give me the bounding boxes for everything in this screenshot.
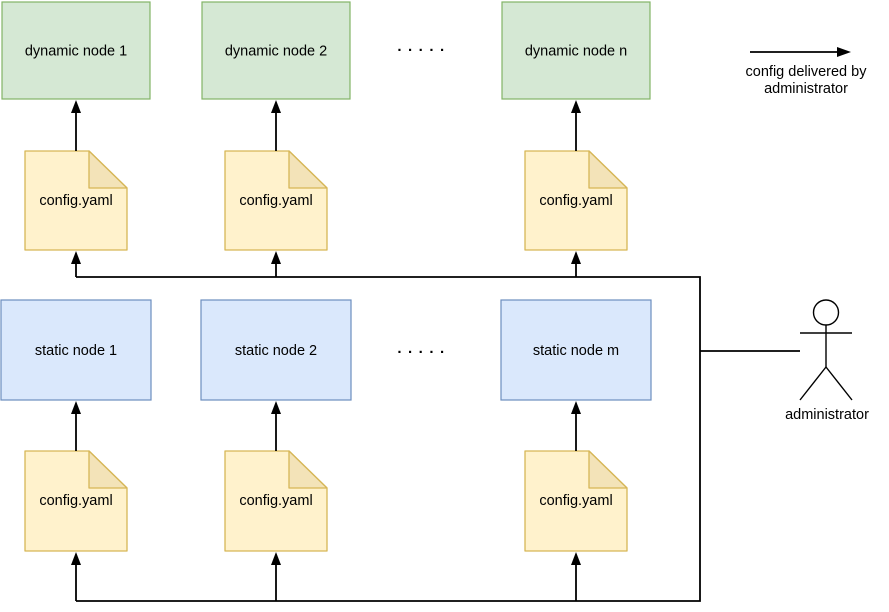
document-fold-corner-icon — [88, 450, 128, 489]
static-node-1-box — [0, 299, 152, 401]
arrow-doc-to-static-m — [571, 401, 581, 451]
actor-head-icon — [812, 299, 840, 326]
config-doc-dynamic-1: config.yaml — [24, 150, 128, 251]
document-fold-corner-icon — [288, 150, 328, 189]
static-node-2: static node 2 — [200, 299, 352, 401]
static-node-2-label: static node 2 — [235, 343, 317, 359]
config-doc-dynamic-2-label: config.yaml — [239, 193, 312, 209]
static-node-m-label: static node m — [533, 343, 619, 359]
ellipsis-static-row: ..... — [397, 340, 450, 357]
dynamic-node-2-box — [201, 1, 351, 100]
legend: config delivered by administrator — [746, 47, 868, 97]
dynamic-node-2: dynamic node 2 — [201, 1, 351, 100]
dynamic-node-1-box — [1, 1, 151, 100]
arrow-bus-to-doc-dynamic-2 — [271, 251, 281, 277]
config-doc-static-m-label: config.yaml — [539, 493, 612, 509]
dynamic-node-1-label: dynamic node 1 — [25, 44, 127, 60]
config-doc-dynamic-n-label: config.yaml — [539, 193, 612, 209]
config-doc-dynamic-n: config.yaml — [524, 150, 628, 251]
arrow-doc-to-static-2 — [271, 401, 281, 451]
document-fold-corner-icon — [588, 450, 628, 489]
legend-text-line1: config delivered by — [746, 64, 868, 80]
arrow-bus-to-doc-static-m — [571, 552, 581, 601]
document-fold-corner-icon — [88, 150, 128, 189]
static-node-m-box — [500, 299, 652, 401]
dynamic-node-1: dynamic node 1 — [1, 1, 151, 100]
config-doc-dynamic-1-label: config.yaml — [39, 193, 112, 209]
dynamic-node-n: dynamic node n — [501, 1, 651, 100]
config-doc-static-1: config.yaml — [24, 450, 128, 552]
ellipsis-dynamic-row: ..... — [397, 38, 450, 55]
arrow-doc-to-dynamic-2 — [271, 100, 281, 151]
document-fold-corner-icon — [288, 450, 328, 489]
arrow-doc-to-static-1 — [71, 401, 81, 451]
arrow-doc-to-dynamic-n — [571, 100, 581, 151]
dynamic-node-2-label: dynamic node 2 — [225, 44, 327, 60]
arrow-doc-to-dynamic-1 — [71, 100, 81, 151]
static-node-1: static node 1 — [0, 299, 152, 401]
config-doc-static-2: config.yaml — [224, 450, 328, 552]
config-delivery-bus — [76, 276, 701, 602]
config-doc-static-2-label: config.yaml — [239, 493, 312, 509]
dynamic-node-n-box — [501, 1, 651, 100]
config-doc-static-m: config.yaml — [524, 450, 628, 552]
actor-legs-icon — [799, 366, 853, 401]
arrow-bus-to-doc-dynamic-n — [571, 251, 581, 277]
administrator-label: administrator — [785, 407, 869, 423]
arrow-bus-to-doc-static-1 — [71, 552, 81, 601]
dynamic-node-n-label: dynamic node n — [525, 44, 627, 60]
arrow-bus-to-doc-dynamic-1 — [71, 251, 81, 277]
arrow-bus-to-doc-static-2 — [271, 552, 281, 601]
legend-text-line2: administrator — [764, 81, 848, 97]
static-node-1-label: static node 1 — [35, 343, 117, 359]
document-fold-corner-icon — [588, 150, 628, 189]
administrator-actor: administrator — [785, 299, 869, 423]
static-node-2-box — [200, 299, 352, 401]
legend-arrow-icon — [750, 47, 851, 57]
config-doc-static-1-label: config.yaml — [39, 493, 112, 509]
config-doc-dynamic-2: config.yaml — [224, 150, 328, 251]
static-node-m: static node m — [500, 299, 652, 401]
